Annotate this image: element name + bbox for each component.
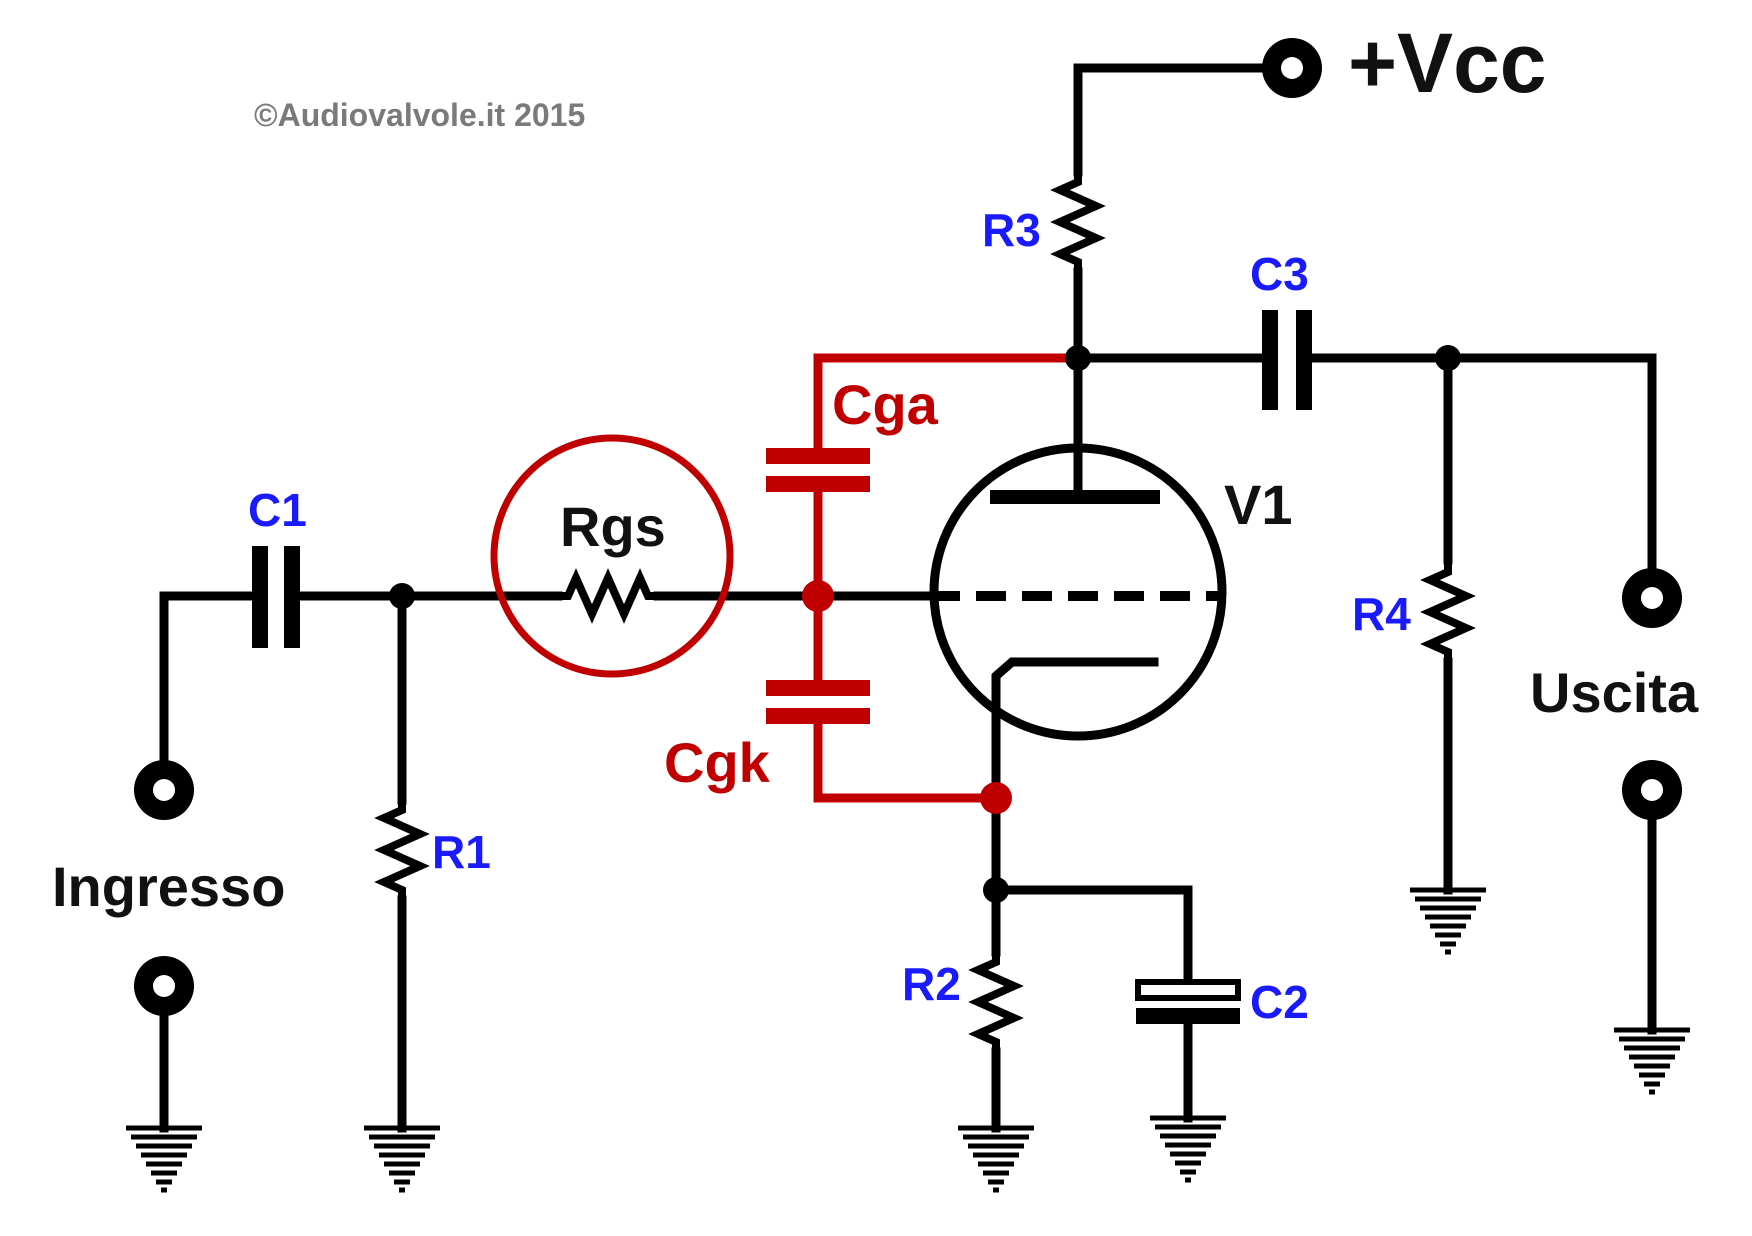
ground-icon xyxy=(1614,1027,1690,1095)
capacitor-cgk xyxy=(766,680,870,724)
ground-icon xyxy=(958,1125,1034,1193)
label-v1: V1 xyxy=(1224,473,1293,536)
supply-terminal xyxy=(1262,38,1322,98)
resistor-r4 xyxy=(1420,560,1476,662)
ground-icon xyxy=(1410,887,1486,955)
input-terminal-ground xyxy=(134,956,194,1016)
resistor-r2 xyxy=(968,952,1024,1052)
resistor-r3 xyxy=(1050,172,1106,272)
label-rgs: Rgs xyxy=(560,495,666,558)
ground-icon xyxy=(126,1125,202,1193)
label-r4: R4 xyxy=(1352,588,1411,640)
label-cga: Cga xyxy=(832,373,939,436)
label-r3: R3 xyxy=(982,204,1041,256)
input-terminal-signal xyxy=(134,760,194,820)
wiring xyxy=(159,63,1657,1133)
resistor-r1 xyxy=(374,800,430,900)
rgs-highlight-circle xyxy=(490,434,734,678)
ground-icon xyxy=(1150,1115,1226,1183)
ground-icon xyxy=(364,1125,440,1193)
resistor-rgs xyxy=(558,568,658,624)
output-terminal-signal xyxy=(1622,568,1682,628)
label-r1: R1 xyxy=(432,826,491,878)
triode-v1 xyxy=(929,443,1227,741)
label-cgk: Cgk xyxy=(664,731,771,794)
capacitor-c3 xyxy=(1262,310,1312,410)
parasitic-elements xyxy=(490,353,1083,803)
copyright-text: ©Audiovalvole.it 2015 xyxy=(254,97,585,133)
label-c1: C1 xyxy=(248,484,307,536)
capacitor-c1 xyxy=(252,546,300,648)
capacitor-cga xyxy=(766,448,870,492)
junctions xyxy=(389,345,1461,903)
output-label: Uscita xyxy=(1530,661,1699,724)
input-label: Ingresso xyxy=(52,855,285,918)
label-r2: R2 xyxy=(902,958,961,1010)
label-c2: C2 xyxy=(1250,976,1309,1028)
capacitor-c2 xyxy=(1135,979,1241,1024)
output-terminal-ground xyxy=(1622,760,1682,820)
label-c3: C3 xyxy=(1250,248,1309,300)
supply-label: +Vcc xyxy=(1348,16,1547,110)
